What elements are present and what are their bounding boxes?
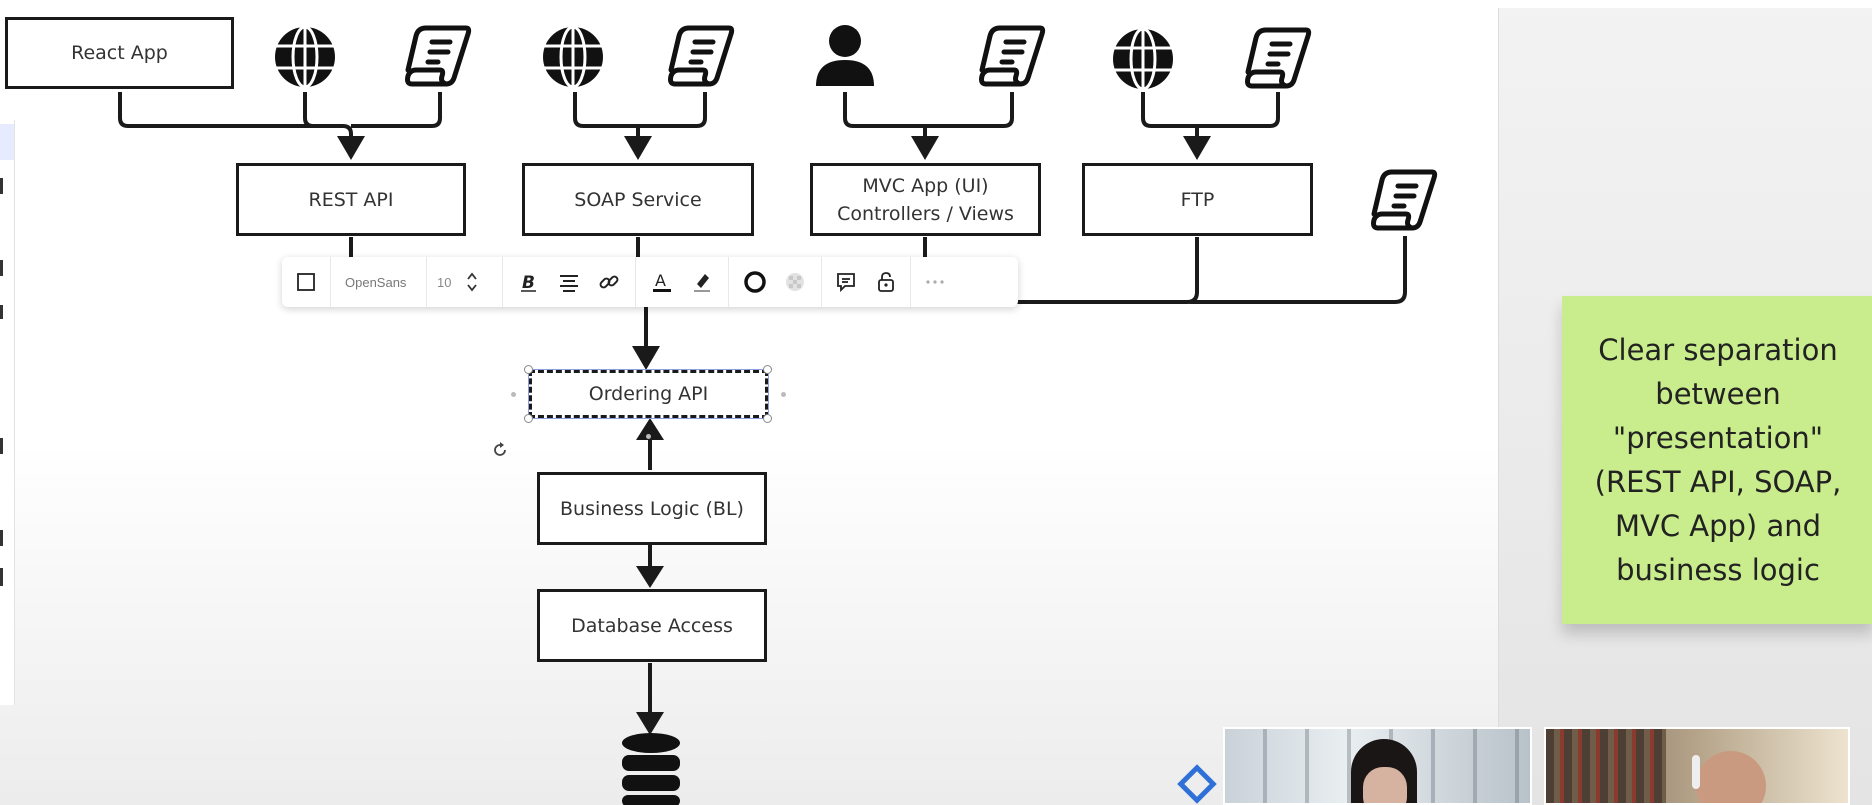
connector xyxy=(573,92,640,152)
rest-api-label: REST API xyxy=(308,188,394,211)
resize-handle[interactable] xyxy=(763,365,772,374)
mvc-app-label-line1: MVC App (UI) xyxy=(862,174,989,197)
sidebar-item[interactable] xyxy=(0,178,3,194)
database-access-label: Database Access xyxy=(571,614,733,637)
arrowhead xyxy=(911,136,939,160)
business-logic-box[interactable]: Business Logic (BL) xyxy=(537,472,767,545)
left-sidebar-rail[interactable] xyxy=(0,120,15,705)
mvc-app-box[interactable]: MVC App (UI) Controllers / Views xyxy=(810,163,1041,236)
shape-format-toolbar: OpenSans 10 B A xyxy=(282,257,1018,307)
participant-avatar xyxy=(1696,751,1766,803)
participant-video-1[interactable] xyxy=(1223,727,1532,805)
arrowhead xyxy=(636,712,664,735)
scroll-icon xyxy=(979,25,1046,87)
soap-service-label: SOAP Service xyxy=(574,188,702,211)
font-family-value: OpenSans xyxy=(345,274,407,290)
arrowhead xyxy=(632,346,660,370)
font-size-stepper[interactable]: 10 xyxy=(427,257,503,307)
fill-icon[interactable] xyxy=(775,262,815,302)
sidebar-item[interactable] xyxy=(0,568,3,586)
sidebar-item[interactable] xyxy=(0,530,3,546)
connection-point[interactable] xyxy=(511,392,516,397)
sidebar-item[interactable] xyxy=(0,305,3,319)
link-icon[interactable] xyxy=(589,262,629,302)
stepper-arrows-icon[interactable] xyxy=(467,271,478,293)
connector xyxy=(118,92,353,152)
rest-api-box[interactable]: REST API xyxy=(236,163,466,236)
ftp-label: FTP xyxy=(1180,188,1215,211)
user-icon xyxy=(816,25,874,86)
ordering-api-label: Ordering API xyxy=(588,383,709,405)
participant-video-2[interactable] xyxy=(1544,727,1850,805)
soap-service-box[interactable]: SOAP Service xyxy=(522,163,754,236)
connector xyxy=(1197,92,1280,128)
arrowhead xyxy=(624,136,652,160)
font-family-select[interactable]: OpenSans xyxy=(331,257,427,307)
connector xyxy=(638,92,707,128)
connector xyxy=(843,92,927,152)
svg-text:A: A xyxy=(655,271,666,290)
more-icon[interactable] xyxy=(915,262,955,302)
font-size-value: 10 xyxy=(437,274,452,290)
arrowhead xyxy=(636,566,664,588)
headphones-icon xyxy=(1692,755,1700,789)
arrowhead xyxy=(337,136,365,160)
arrowhead xyxy=(636,418,664,440)
shape-icon[interactable] xyxy=(286,262,326,302)
resize-handle[interactable] xyxy=(524,414,533,423)
connector xyxy=(1141,92,1199,152)
bold-icon[interactable]: B xyxy=(509,262,549,302)
connection-point[interactable] xyxy=(646,434,651,439)
mvc-app-label-line2: Controllers / Views xyxy=(837,202,1014,225)
globe-icon xyxy=(1113,27,1173,91)
arrowhead xyxy=(1183,136,1211,160)
top-bar-left xyxy=(0,0,636,8)
connector xyxy=(925,92,1014,128)
globe-icon xyxy=(543,25,603,89)
connector xyxy=(351,92,442,128)
connector xyxy=(1190,236,1407,304)
ordering-api-box[interactable]: Ordering API xyxy=(528,369,769,419)
connector-lines xyxy=(118,92,1407,735)
scroll-icon xyxy=(1245,27,1312,89)
sticky-note[interactable]: Clear separation between "presentation" … xyxy=(1562,296,1872,624)
connector xyxy=(303,92,343,128)
rotate-handle-icon[interactable] xyxy=(490,440,510,460)
participant-face xyxy=(1363,767,1407,803)
svg-text:B: B xyxy=(522,273,535,293)
highlight-icon[interactable] xyxy=(682,262,722,302)
ftp-box[interactable]: FTP xyxy=(1082,163,1313,236)
border-icon[interactable] xyxy=(735,262,775,302)
globe-icon xyxy=(275,25,335,89)
database-icon xyxy=(622,733,680,805)
sidebar-selected-item[interactable] xyxy=(0,124,14,160)
resize-handle[interactable] xyxy=(524,365,533,374)
connector xyxy=(960,237,1199,304)
scroll-icon xyxy=(1371,169,1438,231)
react-app-label: React App xyxy=(71,42,168,64)
bookshelf-background xyxy=(1546,729,1666,803)
lock-icon[interactable] xyxy=(866,262,906,302)
top-bar-right xyxy=(1108,0,1872,8)
sidebar-item[interactable] xyxy=(0,260,3,276)
text-color-icon[interactable]: A xyxy=(642,262,682,302)
align-center-icon[interactable] xyxy=(549,262,589,302)
resize-handle[interactable] xyxy=(763,414,772,423)
comment-icon[interactable] xyxy=(826,262,866,302)
connection-point[interactable] xyxy=(781,392,786,397)
database-access-box[interactable]: Database Access xyxy=(537,589,767,662)
scroll-icon xyxy=(405,25,472,87)
sidebar-item[interactable] xyxy=(0,438,3,454)
sticky-note-text: Clear separation between "presentation" … xyxy=(1594,333,1842,587)
business-logic-label: Business Logic (BL) xyxy=(560,497,744,520)
react-app-box[interactable]: React App xyxy=(5,17,234,89)
scroll-icon xyxy=(668,25,735,87)
